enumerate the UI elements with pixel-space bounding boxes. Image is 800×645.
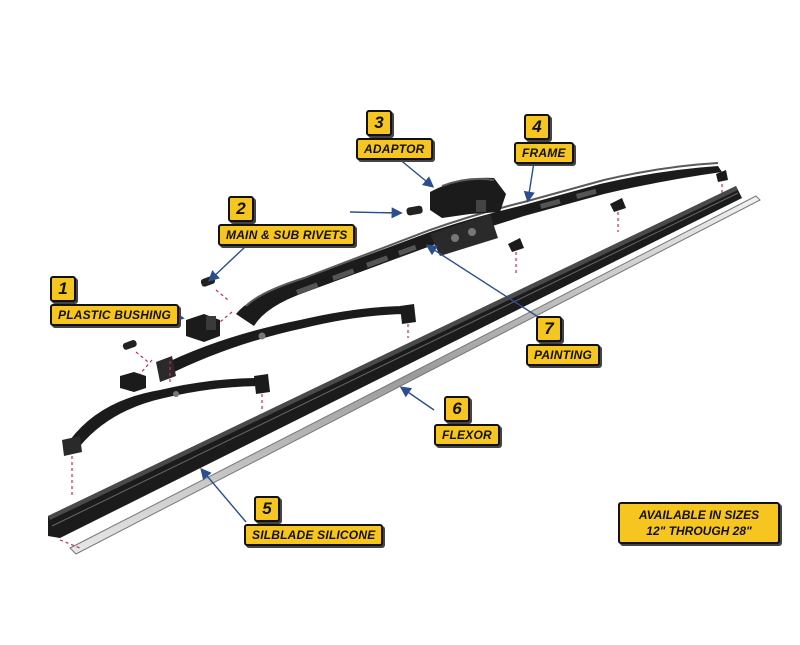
sizes-availability-note: AVAILABLE IN SIZES 12" THROUGH 28" (618, 502, 780, 544)
sizes-line-2: 12" THROUGH 28" (624, 523, 774, 539)
label-main-sub-rivets: 2 MAIN & SUB RIVETS (218, 196, 355, 246)
label-number: 1 (50, 276, 76, 302)
label-text: ADAPTOR (356, 138, 433, 160)
adaptor-part (430, 178, 506, 218)
label-silblade-silicone: 5 SILBLADE SILICONE (244, 496, 383, 546)
label-flexor: 6 FLEXOR (434, 396, 500, 446)
label-text: PAINTING (526, 344, 600, 366)
label-text: MAIN & SUB RIVETS (218, 224, 355, 246)
label-number: 7 (536, 316, 562, 342)
label-number: 4 (524, 114, 550, 140)
label-text: FLEXOR (434, 424, 500, 446)
label-plastic-bushing: 1 PLASTIC BUSHING (50, 276, 179, 326)
label-number: 6 (444, 396, 470, 422)
label-text: SILBLADE SILICONE (244, 524, 383, 546)
label-frame: 4 FRAME (514, 114, 574, 164)
silicone-blade (48, 186, 742, 538)
label-number: 2 (228, 196, 254, 222)
label-number: 3 (366, 110, 392, 136)
label-adaptor: 3 ADAPTOR (356, 110, 433, 160)
label-text: FRAME (514, 142, 574, 164)
label-number: 5 (254, 496, 280, 522)
label-painting: 7 PAINTING (526, 316, 600, 366)
label-text: PLASTIC BUSHING (50, 304, 179, 326)
plastic-bushing-lower (120, 372, 146, 392)
sizes-line-1: AVAILABLE IN SIZES (624, 507, 774, 523)
